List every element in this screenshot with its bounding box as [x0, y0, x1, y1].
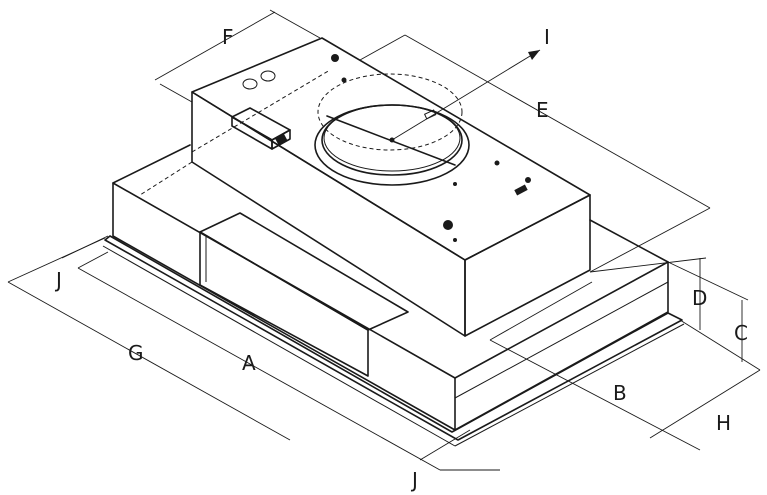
dimension-labels: F I E D C B H G A J J — [54, 25, 748, 492]
dimension-lines — [7, 9, 761, 471]
label-g: G — [128, 341, 144, 365]
filter-panel — [199, 212, 409, 377]
motor-box — [191, 37, 591, 337]
label-i: I — [544, 25, 550, 49]
label-d: D — [692, 286, 707, 310]
label-f: F — [222, 25, 234, 49]
bottom-frame — [102, 235, 685, 447]
label-a: A — [242, 351, 256, 375]
label-e: E — [536, 98, 549, 122]
label-j-bottom: J — [410, 468, 418, 492]
top-details — [242, 54, 531, 242]
exhaust-collar — [314, 73, 470, 186]
label-h: H — [716, 411, 731, 435]
hidden-lines — [139, 69, 331, 196]
terminal-block — [231, 107, 291, 150]
label-c: C — [734, 321, 748, 345]
label-j-left: J — [54, 268, 62, 292]
label-b: B — [613, 381, 627, 405]
lower-body — [112, 144, 669, 431]
